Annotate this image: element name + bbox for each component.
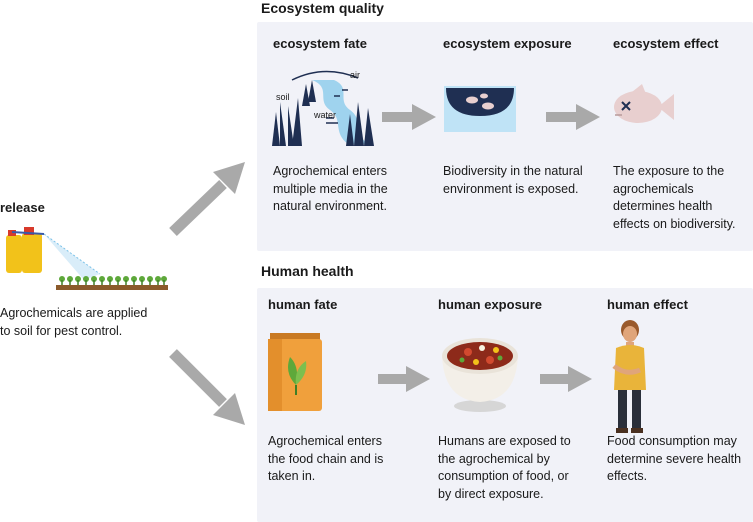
arrow-eco-1 [382, 104, 436, 130]
ecosystem-fate-icon: soil air water [272, 70, 374, 146]
dead-fish-icon [614, 84, 674, 123]
human-exposure-title: human exposure [438, 297, 543, 312]
ecosystem-panel [257, 22, 753, 251]
air-label: air [350, 70, 360, 80]
ecosystem-fate-title: ecosystem fate [273, 36, 367, 51]
sick-person-icon [612, 320, 646, 433]
arrow-eco-2 [546, 104, 600, 130]
arrow-to-ecosystem [169, 162, 245, 236]
arrow-human-1 [378, 366, 430, 392]
soup-bowl-icon [442, 338, 518, 412]
ecosystem-exposure-title: ecosystem exposure [443, 36, 572, 51]
release-title: release [0, 200, 45, 215]
human-exposure-text: Humans are exposed to the agrochemical b… [438, 434, 571, 501]
ecosystem-fate-text: Agrochemical enters multiple media in th… [273, 164, 388, 213]
ecosystem-section-title: Ecosystem quality [261, 0, 384, 16]
human-effect-text: Food consumption may determine severe he… [607, 434, 742, 483]
food-bag-icon [268, 333, 322, 411]
human-fate-text: Agrochemical enters the food chain and i… [268, 434, 384, 483]
human-fate-title: human fate [268, 297, 338, 312]
ecosystem-exposure-icon [444, 86, 516, 132]
ecosystem-exposure-text: Biodiversity in the natural environment … [443, 164, 583, 196]
soil-label: soil [276, 92, 290, 102]
human-section-title: Human health [261, 263, 354, 279]
release-text: Agrochemicals are applied to soil for pe… [0, 306, 148, 338]
arrow-human-2 [540, 366, 592, 392]
sprayer-icon [6, 227, 168, 290]
ecosystem-effect-text: The exposure to the agrochemicals determ… [613, 164, 736, 231]
water-label: water [313, 110, 336, 120]
arrow-to-human [169, 349, 245, 425]
ecosystem-effect-title: ecosystem effect [613, 36, 719, 51]
human-effect-title: human effect [607, 297, 688, 312]
